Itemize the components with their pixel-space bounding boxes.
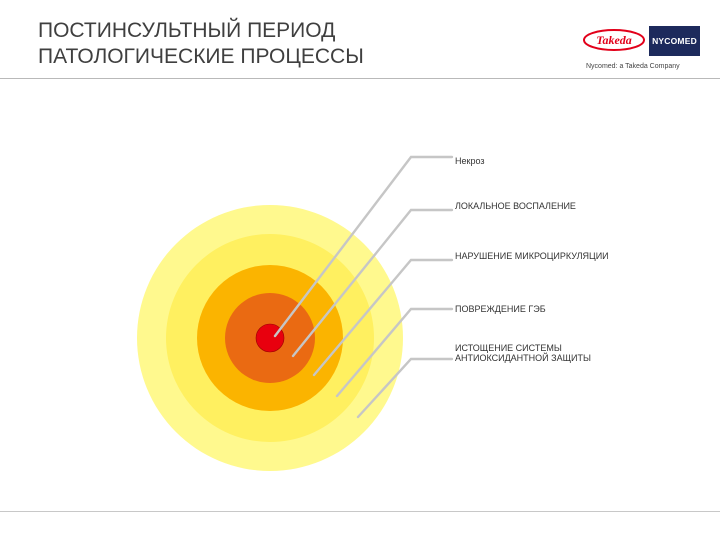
core-necrosis	[255, 323, 285, 353]
label-bbb-damage: ПОВРЕЖДЕНИЕ ГЭБ	[455, 304, 546, 314]
header-divider	[0, 78, 720, 79]
title-line-2: ПАТОЛОГИЧЕСКИЕ ПРОЦЕССЫ	[38, 45, 364, 68]
takeda-logo: Takeda	[583, 29, 645, 51]
logo-tagline: Nycomed: a Takeda Company	[586, 63, 680, 70]
connector-necrosis	[273, 155, 454, 338]
takeda-logo-text: Takeda	[596, 33, 632, 47]
title-line-1: ПОСТИНСУЛЬТНЫЙ ПЕРИОД	[38, 19, 336, 42]
nycomed-logo: NYCOMED	[649, 26, 700, 56]
label-microcirculation: НАРУШЕНИЕ МИКРОЦИРКУЛЯЦИИ	[455, 251, 609, 261]
connector-inflammation	[291, 208, 454, 358]
label-inflammation: ЛОКАЛЬНОЕ ВОСПАЛЕНИЕ	[455, 201, 576, 211]
connector-bbb	[335, 307, 454, 398]
company-logo: Takeda NYCOMED Nycomed: a Takeda Company	[580, 26, 710, 76]
slide-title: ПОСТИНСУЛЬТНЫЙ ПЕРИОД ПАТОЛОГИЧЕСКИЕ ПРО…	[38, 18, 364, 70]
connector-antioxidant	[356, 357, 454, 419]
connector-microcirculation	[312, 258, 454, 377]
label-necrosis: Некроз	[455, 156, 485, 166]
label-antioxidant-depletion: ИСТОЩЕНИЕ СИСТЕМЫ АНТИОКСИДАНТНОЙ ЗАЩИТЫ	[455, 343, 591, 363]
footer-divider	[0, 511, 720, 512]
